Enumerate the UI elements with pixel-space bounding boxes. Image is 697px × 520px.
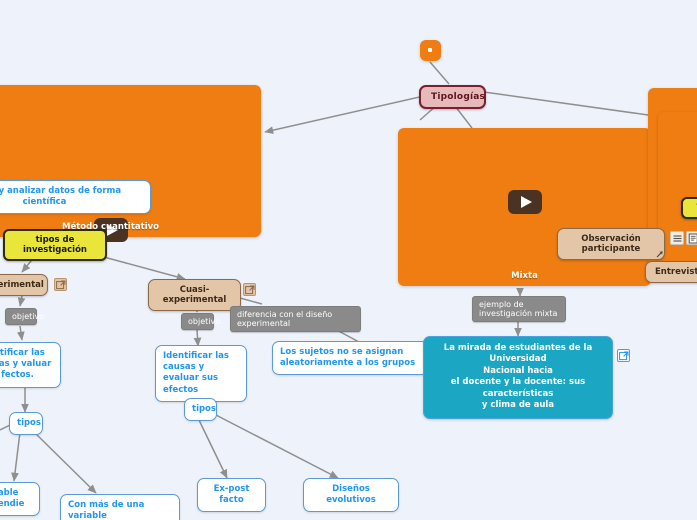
node-identificar-causas-derecha[interactable]: Identificar las causas y evaluar sus efe… <box>155 345 247 402</box>
node-cuasi-experimental[interactable]: Cuasi-experimental <box>148 279 241 311</box>
node-identificar-causas-izquierda[interactable]: dentificar las ausas y valuar sus fectos… <box>0 342 61 388</box>
mirada-line-2: Nacional hacia <box>483 365 553 376</box>
media-panel-caption-mixta: Mixta <box>511 271 538 281</box>
mirada-line-1: La mirada de estudiantes de la Universid… <box>443 343 593 365</box>
node-tecnicas-partial[interactable]: Ti <box>681 197 697 219</box>
media-panel-caption-metodo: Método cuantitativo <box>61 222 160 232</box>
node-experimental[interactable]: xperimental <box>0 274 48 296</box>
node-sujetos-no-aleatorios[interactable]: Los sujetos no se asignan aleatoriamente… <box>272 341 433 376</box>
media-panel-metodo-cuantitativo[interactable]: Método cuantitativo <box>0 85 261 242</box>
external-link-icon[interactable] <box>243 283 256 296</box>
document-icon[interactable] <box>686 231 697 245</box>
node-observacion-participante[interactable]: Observación participante <box>557 228 665 260</box>
chip-dot-icon <box>428 48 432 52</box>
label-objetivo-izquierda[interactable]: objetivo <box>5 308 44 325</box>
root-media-chip[interactable] <box>420 40 441 61</box>
mirada-line-3: el docente y la docente: sus característ… <box>450 377 586 399</box>
play-icon[interactable] <box>507 190 542 214</box>
node-mas-de-una-variable[interactable]: Con más de una variable independiente: d… <box>60 494 180 520</box>
label-ejemplo-investigacion-mixta[interactable]: ejemplo de investigación mixta <box>472 296 566 322</box>
node-tipologias[interactable]: Tipologías <box>419 85 486 109</box>
resize-handle-icon[interactable] <box>655 250 664 262</box>
media-panel-mixta[interactable]: Mixta <box>398 128 651 286</box>
mirada-line-4: y clima de aula <box>481 400 555 411</box>
label-diferencia-diseno-experimental[interactable]: diferencia con el diseño experimental <box>230 306 361 332</box>
node-disenos-evolutivos[interactable]: Diseños evolutivos <box>303 478 399 513</box>
node-ex-post-facto[interactable]: Ex-post facto <box>197 478 266 513</box>
node-tipos-izquierda[interactable]: tipos <box>9 412 43 436</box>
hamburger-menu-icon[interactable] <box>670 231 684 245</box>
node-una-variable-independiente[interactable]: n lable ependie <box>0 482 40 517</box>
node-entrevista[interactable]: Entrevista <box>645 261 697 283</box>
external-link-icon[interactable] <box>54 278 67 291</box>
label-objetivo-derecha[interactable]: objetivo <box>181 313 220 330</box>
node-tipos-de-investigacion[interactable]: tipos de investigación <box>3 229 107 261</box>
node-tipos-derecha[interactable]: tipos <box>184 398 217 422</box>
external-link-icon[interactable] <box>617 349 630 362</box>
node-mirada-estudiantes[interactable]: La mirada de estudiantes de la Universid… <box>423 336 613 419</box>
node-determinar-analizar-datos[interactable]: minar y analizar datos de forma científi… <box>0 180 151 215</box>
